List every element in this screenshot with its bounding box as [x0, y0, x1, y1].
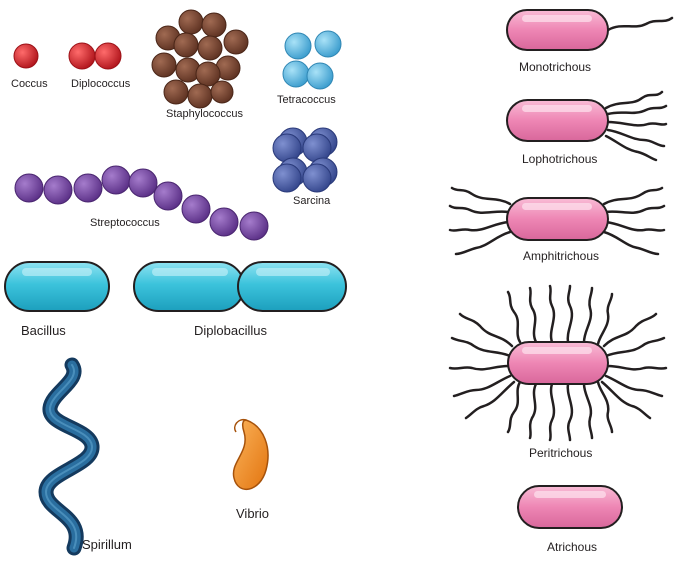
diplobacillus-shape: [133, 261, 347, 312]
diplococcus-label: Diplococcus: [71, 78, 131, 90]
coccus-label: Coccus: [11, 78, 48, 90]
lophotrichous-label: Lophotrichous: [522, 152, 598, 166]
monotrichous-shape: [506, 9, 674, 51]
vibrio-label: Vibrio: [236, 506, 270, 521]
atrichous-label: Atrichous: [547, 540, 598, 554]
streptococcus-shape: [14, 165, 269, 241]
sarcina-shape: [272, 127, 338, 193]
staphylococcus-label: Staphylococcus: [166, 108, 244, 120]
tetracoccus-shape: [282, 30, 342, 90]
streptococcus-label: Streptococcus: [90, 217, 160, 229]
bacillus-label: Bacillus: [21, 323, 66, 338]
peritrichous-label: Peritrichous: [529, 446, 593, 460]
monotrichous-label: Monotrichous: [519, 60, 592, 74]
diplococcus-shape: [68, 42, 122, 70]
atrichous-shape: [517, 485, 623, 529]
vibrio-shape: [232, 418, 269, 490]
spirillum-shape: [38, 357, 100, 556]
spirillum-label: Spirillum: [82, 537, 132, 552]
sarcina-label: Sarcina: [293, 195, 331, 207]
coccus-shape: [13, 43, 39, 69]
tetracoccus-label: Tetracoccus: [277, 94, 336, 106]
lophotrichous-shape: [506, 90, 668, 162]
amphitrichous-shape: [448, 186, 666, 256]
amphitrichous-label: Amphitrichous: [523, 249, 600, 263]
diplobacillus-label: Diplobacillus: [194, 323, 267, 338]
staphylococcus-shape: [151, 9, 249, 109]
peritrichous-shape: [448, 284, 668, 442]
bacillus-shape: [4, 261, 110, 312]
